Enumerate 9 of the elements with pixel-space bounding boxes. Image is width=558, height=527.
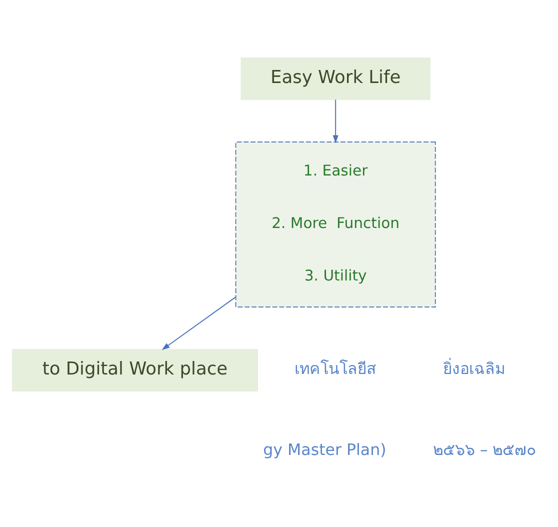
node-box: Easy Work Life [240,57,430,100]
label: ๒๕๖๖ – ๒๕๗๐ [432,440,537,460]
arrow [162,296,236,350]
label: ยิ่งอเฉลิม [442,358,505,378]
arrow [332,99,338,144]
node-box: to Digital Work place [12,348,258,392]
node-box: 1. Easier 2. More Function 3. Utility [235,141,436,308]
label: gy Master Plan) [263,440,386,460]
label: เทคโนโลยีส [294,358,377,378]
